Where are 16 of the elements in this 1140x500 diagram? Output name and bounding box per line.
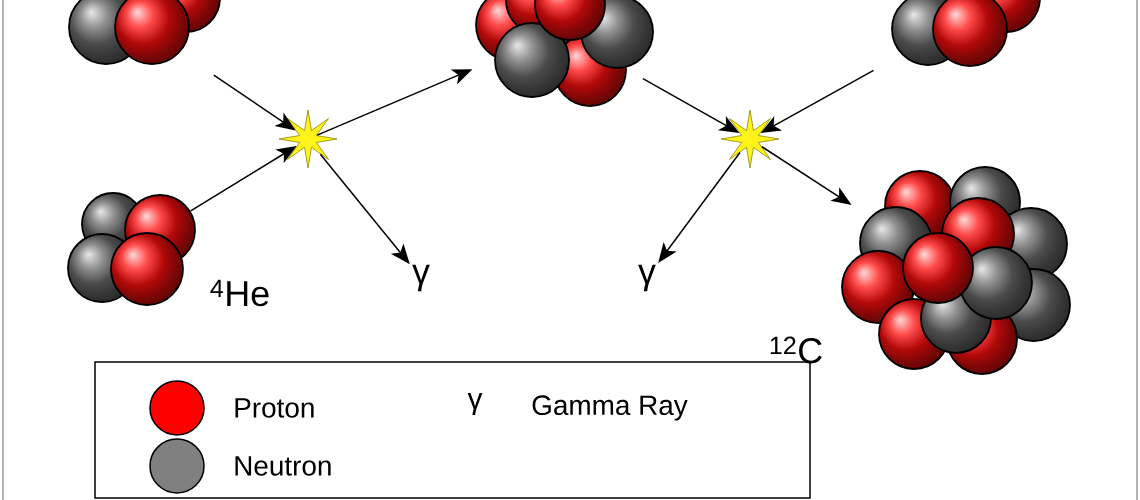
isotope-label: $^{4}$He xyxy=(210,279,269,307)
star-burst xyxy=(720,109,780,169)
nucleus-drawing xyxy=(841,166,1071,375)
gamma-symbol: γ xyxy=(467,393,483,415)
star-burst xyxy=(278,109,338,169)
nucleus-drawing xyxy=(475,0,654,107)
legend-label: Neutron xyxy=(235,456,331,476)
nucleus-drawing xyxy=(891,0,1041,67)
gamma-symbol: γ xyxy=(412,264,430,292)
legend-label: Proton xyxy=(235,398,314,418)
isotope-label: $^{12}$C xyxy=(770,336,822,364)
nucleus-drawing xyxy=(68,0,221,65)
gamma-symbol: γ xyxy=(638,264,656,292)
arrow xyxy=(658,151,741,263)
nucleus-drawing xyxy=(67,192,196,306)
legend-label: Gamma Ray xyxy=(532,395,688,421)
